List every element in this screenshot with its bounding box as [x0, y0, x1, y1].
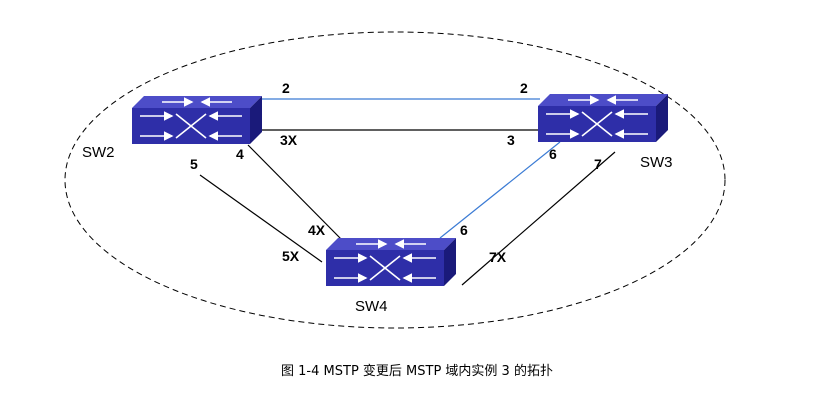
port-label-sw4-5x: 5X [282, 248, 300, 264]
port-label-sw4-7x: 7X [489, 249, 507, 265]
mstp-region-boundary [64, 31, 726, 329]
node-label-sw4: SW4 [355, 298, 388, 315]
port-label-sw3-7: 7 [594, 156, 602, 172]
port-label-sw4-4x: 4X [308, 222, 326, 238]
port-label-sw2-3x: 3X [280, 132, 298, 148]
node-label-sw2: SW2 [82, 144, 115, 161]
port-label-sw4-6: 6 [460, 222, 468, 238]
node-label-sw3: SW3 [640, 154, 673, 171]
link-sw3-sw4-port6 [439, 141, 561, 239]
switch-sw3-icon [538, 94, 668, 142]
link-sw3-sw4-port7 [461, 151, 616, 286]
figure-caption: 图 1-4 MSTP 变更后 MSTP 域内实例 3 的拓扑 [281, 364, 553, 379]
port-label-sw2-4: 4 [236, 146, 244, 162]
port-label-sw2-5: 5 [190, 156, 198, 172]
switch-sw4-icon [326, 238, 456, 286]
topology-diagram: SW2 SW3 SW4 2 2 3X 3 4 4X 5 5X 6 6 7 7X [64, 31, 726, 329]
link-sw2-sw4-port4 [247, 144, 343, 241]
switch-sw2-icon [132, 96, 262, 144]
port-label-sw3-3: 3 [507, 132, 515, 148]
port-label-sw2-2: 2 [282, 80, 290, 96]
port-label-sw3-6: 6 [549, 146, 557, 162]
link-sw2-sw4-port5 [199, 174, 323, 263]
port-label-sw3-2: 2 [520, 80, 528, 96]
